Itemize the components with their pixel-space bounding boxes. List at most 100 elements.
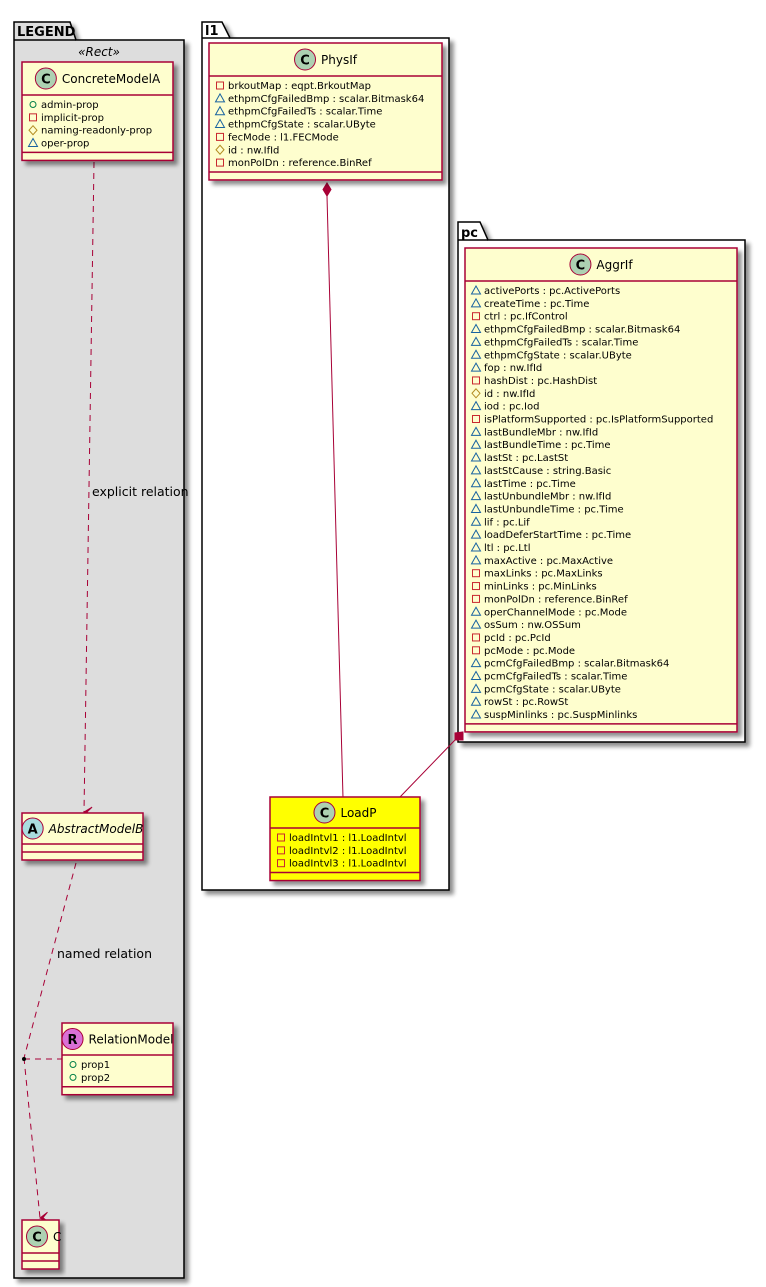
- class-name: LoadP: [340, 806, 376, 820]
- attribute-row: pcMode : pc.Mode: [472, 646, 575, 657]
- attribute-row: monPolDn : reference.BinRef: [472, 594, 628, 605]
- attribute-text: prop1: [81, 1060, 110, 1071]
- package-visibility-icon: [470, 323, 482, 334]
- protected-visibility-icon: [215, 144, 225, 156]
- package-visibility-icon: [214, 118, 226, 129]
- attribute-row: operChannelMode : pc.Mode: [470, 606, 627, 618]
- package-visibility-icon: [470, 336, 482, 346]
- attribute-text: monPolDn : reference.BinRef: [484, 594, 628, 605]
- attribute-row: loadIntvl3 : l1.LoadIntvl: [277, 859, 407, 870]
- attribute-row: id : nw.IfId: [215, 144, 279, 156]
- composition-aggrif-loadp[interactable]: [399, 739, 456, 798]
- private-visibility-icon: [472, 569, 480, 578]
- attribute-row: ctrl : pc.IfControl: [472, 312, 568, 323]
- attribute-text: admin-prop: [41, 100, 99, 111]
- package-visibility-icon: [214, 92, 226, 103]
- attribute-row: ethpmCfgFailedBmp : scalar.Bitmask64: [214, 92, 424, 105]
- attribute-row: naming-readonly-prop: [28, 124, 152, 137]
- private-visibility-icon: [472, 646, 480, 655]
- attribute-text: oper-prop: [41, 139, 89, 150]
- attribute-row: rowSt : pc.RowSt: [470, 696, 568, 708]
- attribute-text: brkoutMap : eqpt.BrkoutMap: [228, 81, 371, 92]
- package-visibility-icon: [470, 349, 482, 359]
- attribute-text: ctrl : pc.IfControl: [484, 312, 568, 323]
- spot-glyph: C: [300, 53, 310, 68]
- composition-diamond-icon: [454, 731, 464, 741]
- private-visibility-icon: [472, 415, 480, 423]
- attribute-row: lastUnbundleTime : pc.Time: [470, 503, 624, 515]
- attribute-text: monPolDn : reference.BinRef: [228, 158, 372, 169]
- attribute-text: ethpmCfgFailedBmp : scalar.Bitmask64: [484, 325, 680, 336]
- private-visibility-icon: [216, 132, 224, 141]
- explicit-relation-edge[interactable]: [83, 161, 95, 818]
- attribute-text: pcId : pc.PcId: [484, 633, 551, 644]
- relation-junction-point: [22, 1057, 26, 1061]
- attribute-text: osSum : nw.OSSum: [484, 620, 581, 631]
- attribute-row: osSum : nw.OSSum: [470, 619, 581, 631]
- attribute-text: ethpmCfgFailedTs : scalar.Time: [228, 107, 382, 118]
- attribute-text: lastUnbundleTime : pc.Time: [484, 504, 624, 515]
- package-visibility-icon: [470, 426, 482, 436]
- attribute-row: lif : pc.Lif: [470, 516, 530, 528]
- attribute-text: id : nw.IfId: [484, 389, 535, 400]
- package-visibility-icon: [470, 284, 482, 295]
- named-relation-edge-upper[interactable]: [23, 862, 77, 1059]
- attribute-text: suspMinlinks : pc.SuspMinlinks: [484, 710, 637, 721]
- attribute-text: hashDist : pc.HashDist: [484, 376, 597, 387]
- attribute-row: lastStCause : string.Basic: [470, 464, 611, 477]
- explicit-relation-label: explicit relation: [92, 484, 189, 499]
- attribute-row: admin-prop: [29, 100, 99, 111]
- attribute-row: loadIntvl2 : l1.LoadIntvl: [277, 846, 407, 857]
- attribute-row: lastUnbundleMbr : nw.IfId: [470, 490, 611, 503]
- named-relation-edge-lower[interactable]: [23, 1057, 49, 1223]
- attribute-row: pcmCfgFailedBmp : scalar.Bitmask64: [470, 657, 669, 670]
- package-visibility-icon: [470, 490, 482, 501]
- attribute-row: lastBundleMbr : nw.IfId: [470, 426, 598, 438]
- spot-glyph: C: [41, 72, 51, 87]
- spot-glyph: A: [28, 822, 38, 837]
- attribute-row: suspMinlinks : pc.SuspMinlinks: [470, 709, 637, 721]
- package-visibility-icon: [470, 683, 482, 693]
- composition-diamond-icon: [322, 182, 332, 197]
- attribute-text: lastSt : pc.LastSt: [484, 453, 568, 464]
- named-relation-label: named relation: [57, 946, 152, 961]
- attribute-text: pcMode : pc.Mode: [484, 646, 575, 657]
- attribute-row: ethpmCfgFailedTs : scalar.Time: [470, 336, 638, 348]
- class-spot-icon: [569, 253, 592, 276]
- private-visibility-icon: [216, 158, 224, 167]
- attribute-text: maxLinks : pc.MaxLinks: [484, 569, 603, 580]
- attribute-text: pcmCfgFailedTs : scalar.Time: [484, 672, 627, 683]
- attribute-row: monPolDn : reference.BinRef: [216, 158, 372, 169]
- package-legend-stereotype: «Rect»: [78, 45, 120, 59]
- attribute-row: loadIntvl1 : l1.LoadIntvl: [277, 833, 407, 844]
- attribute-text: loadIntvl1 : l1.LoadIntvl: [289, 833, 407, 844]
- class-name: RelationModel: [89, 1033, 174, 1047]
- attribute-row: ethpmCfgState : scalar.UByte: [214, 118, 376, 131]
- attribute-text: fop : nw.IfId: [484, 363, 542, 374]
- spot-glyph: C: [32, 1230, 42, 1245]
- class-name: PhysIf: [321, 53, 358, 67]
- attribute-text: fecMode : l1.FECMode: [228, 132, 339, 143]
- package-legend: LEGEND «Rect»: [13, 21, 185, 1279]
- attribute-text: activePorts : pc.ActivePorts: [484, 286, 620, 297]
- package-visibility-icon: [470, 529, 482, 539]
- attribute-row: ethpmCfgFailedTs : scalar.Time: [214, 105, 382, 118]
- public-visibility-icon: [29, 101, 37, 108]
- attribute-row: isPlatformSupported : pc.IsPlatformSuppo…: [472, 415, 713, 426]
- attribute-text: lastStCause : string.Basic: [484, 466, 611, 477]
- package-visibility-icon: [470, 619, 482, 629]
- attribute-row: pcId : pc.PcId: [472, 633, 551, 644]
- composition-physif-loadp[interactable]: [326, 195, 344, 799]
- package-visibility-icon: [470, 516, 482, 526]
- private-visibility-icon: [277, 833, 285, 842]
- abstract-spot-icon: [21, 817, 44, 840]
